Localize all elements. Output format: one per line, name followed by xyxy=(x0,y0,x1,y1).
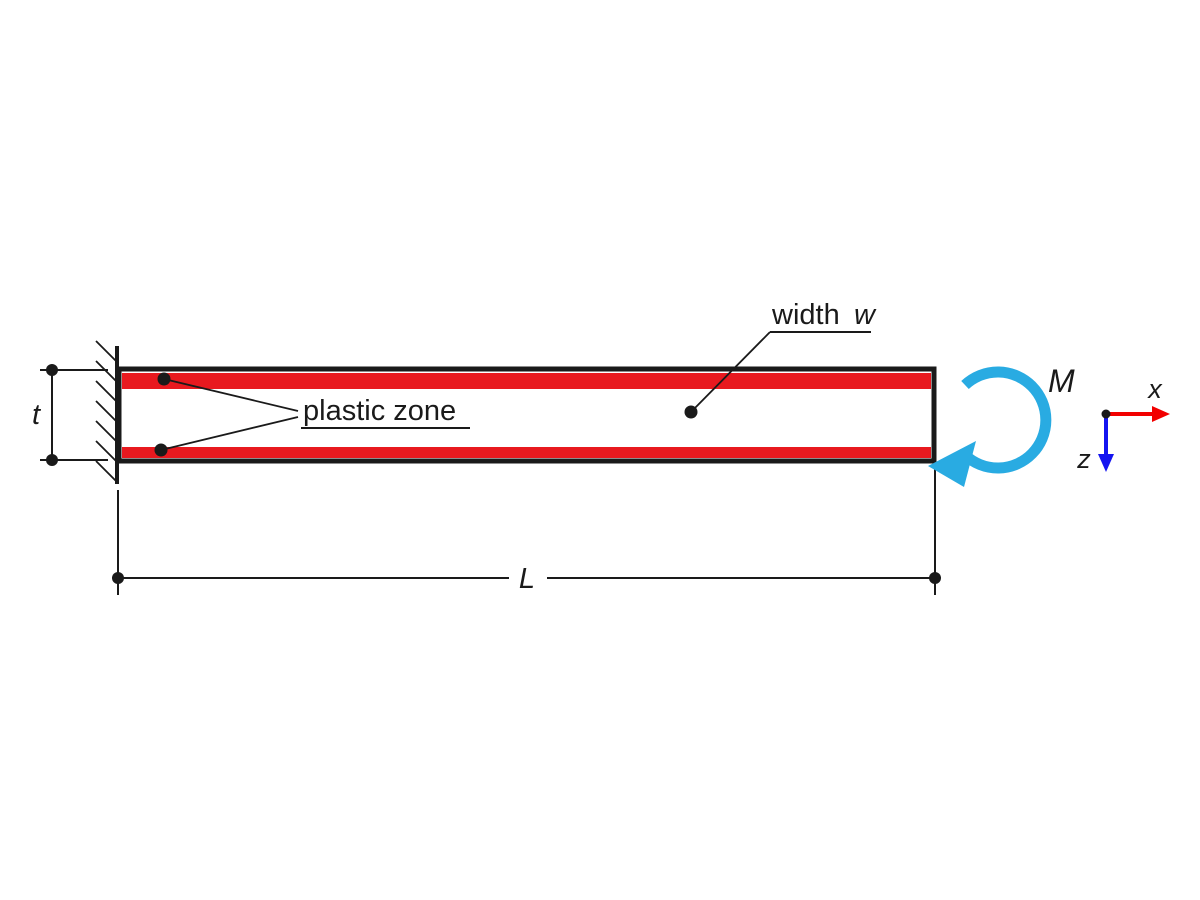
length-label: L xyxy=(519,563,535,595)
fixed-support-hatch-line xyxy=(95,340,118,363)
length-dim-dot-right xyxy=(929,572,941,584)
width-marker-dot xyxy=(684,405,698,419)
width-callout: width w xyxy=(684,299,877,419)
thickness-dimension: t xyxy=(32,364,108,466)
plastic-zone-top xyxy=(122,373,931,389)
beam xyxy=(116,366,937,464)
moment-arrow: M xyxy=(928,363,1075,487)
thickness-dim-dot-top xyxy=(46,364,58,376)
width-symbol-label: w xyxy=(854,299,877,331)
fixed-support-hatch-line xyxy=(95,420,118,443)
fixed-support-hatch-line xyxy=(95,440,118,463)
length-dim-dot-left xyxy=(112,572,124,584)
plastic-zone-leader-top xyxy=(163,378,299,412)
fixed-support xyxy=(95,340,119,484)
plastic-zone-marker-dot-top xyxy=(157,372,171,386)
plastic-zone-callout: plastic zone xyxy=(154,372,470,457)
moment-label: M xyxy=(1048,363,1075,399)
fixed-support-hatch-line xyxy=(95,360,118,383)
x-axis-label: x xyxy=(1146,374,1163,404)
thickness-label: t xyxy=(32,399,42,431)
length-dimension: L xyxy=(112,466,941,595)
plastic-zone-bottom xyxy=(122,447,931,458)
fixed-support-hatch-line xyxy=(95,400,118,423)
moment-arrowhead xyxy=(928,441,976,487)
axis-origin-dot xyxy=(1101,409,1111,419)
plastic-zone-marker-dot-bottom xyxy=(154,443,168,457)
plastic-zone-label: plastic zone xyxy=(303,395,456,427)
x-axis-arrowhead xyxy=(1152,406,1170,422)
z-axis-label: z xyxy=(1076,444,1091,474)
fixed-support-hatch-line xyxy=(95,380,118,403)
fixed-support-hatch-line xyxy=(95,460,118,483)
coordinate-system: x z xyxy=(1076,374,1170,474)
thickness-dim-dot-bottom xyxy=(46,454,58,466)
width-label: width xyxy=(771,299,840,331)
moment-arrow-arc xyxy=(961,366,1052,474)
z-axis-arrowhead xyxy=(1098,454,1114,472)
plastic-zone-leader-bottom xyxy=(160,416,299,451)
width-leader-line xyxy=(690,331,771,413)
